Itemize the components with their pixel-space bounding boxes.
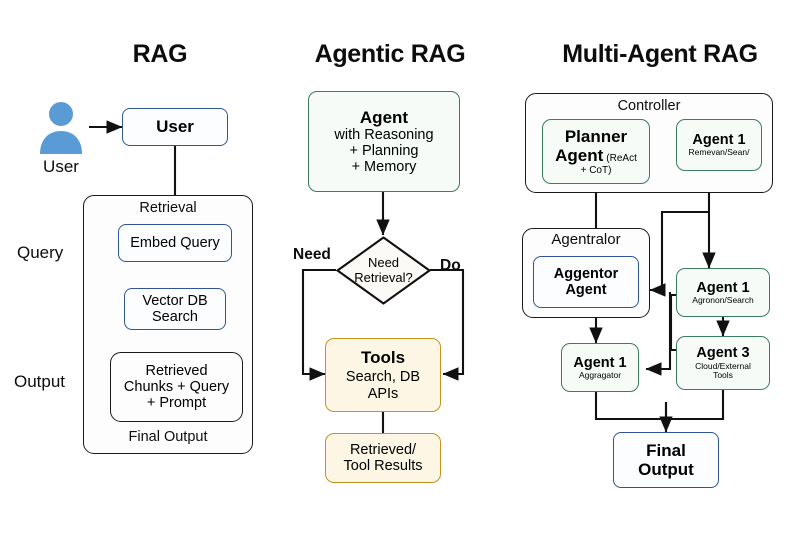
node-tools-line2: APIs	[367, 385, 399, 402]
node-aggregator-title: Agent 1	[573, 354, 627, 371]
node-agent-top-sub: Remevan/Sean/	[688, 147, 750, 158]
node-agent-line2: + Planning	[349, 142, 419, 159]
user-avatar-icon	[36, 100, 86, 156]
decision-line2: Retrieval?	[354, 269, 413, 285]
node-agent-tools: Agent 3 Cloud/External Tools	[676, 336, 770, 390]
node-retrieved-chunks: Retrieved Chunks + Query + Prompt	[110, 352, 243, 422]
node-tools-title: Tools	[360, 348, 406, 368]
node-agent-tools-title: Agent 3	[696, 345, 750, 362]
side-label-output: Output	[14, 372, 66, 391]
node-agent-top: Agent 1 Remevan/Sean/	[676, 119, 762, 171]
node-planner-line1: Agent	[555, 145, 604, 165]
group-orchestrator-label: Agentralor	[551, 231, 621, 248]
node-retrieved-line2: Chunks + Query	[123, 378, 230, 395]
column-title-multi-agent-rag: Multi-Agent RAG	[562, 40, 758, 68]
node-vector-db: Vector DB Search	[124, 288, 226, 330]
node-embed-query: Embed Query	[118, 224, 232, 262]
node-vector-db-line1: Vector DB	[142, 292, 208, 309]
node-decision-need-retrieval: Need Retrieval?	[335, 236, 432, 305]
node-agent-tools-sub2: Tools	[713, 370, 733, 381]
node-user-label: User	[156, 117, 194, 137]
node-planner-title: Planner	[564, 126, 628, 146]
node-tool-results-line1: Retrieved/	[349, 441, 417, 458]
node-agent-search: Agent 1 Agronon/Search	[676, 268, 770, 317]
node-tools-line1: Search, DB	[345, 369, 421, 386]
node-vector-db-line2: Search	[152, 309, 198, 325]
node-final-output-line2: Output	[638, 460, 694, 479]
user-icon-label: User	[43, 157, 79, 176]
edge-label-do: Do	[440, 257, 461, 274]
node-agent-line3: + Memory	[351, 159, 417, 176]
node-tool-results-line2: Tool Results	[343, 458, 423, 474]
node-agent-title: Agent	[359, 107, 409, 127]
node-retrieved-line1: Retrieved	[145, 362, 208, 379]
node-agent-search-sub: Agronon/Search	[692, 294, 754, 305]
node-aggregator-sub: Aggragator	[578, 369, 622, 380]
node-planner-paren1: (ReAct	[606, 152, 637, 164]
node-final-output-line1: Final	[646, 440, 686, 460]
node-agent-search-title: Agent 1	[696, 279, 750, 296]
node-orchestrator-line1: Aggentor	[553, 265, 619, 282]
node-final-output: Final Output	[613, 432, 719, 488]
column-title-agentic-rag: Agentic RAG	[314, 40, 466, 68]
decision-line1: Need	[367, 254, 400, 270]
node-aggregator: Agent 1 Aggragator	[561, 343, 639, 392]
node-embed-query-label: Embed Query	[130, 234, 220, 251]
node-agent: Agent with Reasoning + Planning + Memory	[308, 91, 460, 192]
node-user-box: User	[122, 108, 228, 146]
node-planner-agent: Planner Agent (ReAct + CoT)	[542, 119, 650, 184]
side-label-query: Query	[17, 243, 64, 262]
node-orchestrator-line2: Agent	[565, 282, 607, 298]
node-agent-tools-sub1: Cloud/External	[695, 360, 751, 371]
node-tool-results: Retrieved/ Tool Results	[325, 433, 441, 483]
final-output-label: Final Output	[128, 429, 208, 445]
node-agent-top-title: Agent 1	[692, 132, 746, 149]
group-retrieval-label: Retrieval	[139, 200, 197, 216]
node-tools: Tools Search, DB APIs	[325, 338, 441, 412]
node-agent-line1: with Reasoning	[334, 126, 434, 143]
node-orchestrator-agent: Aggentor Agent	[533, 256, 639, 308]
column-title-rag: RAG	[132, 40, 188, 68]
node-retrieved-line3: + Prompt	[146, 395, 207, 412]
group-controller-label: Controller	[617, 98, 681, 114]
edge-label-need: Need	[293, 246, 331, 263]
node-planner-paren2: + CoT)	[580, 164, 612, 176]
